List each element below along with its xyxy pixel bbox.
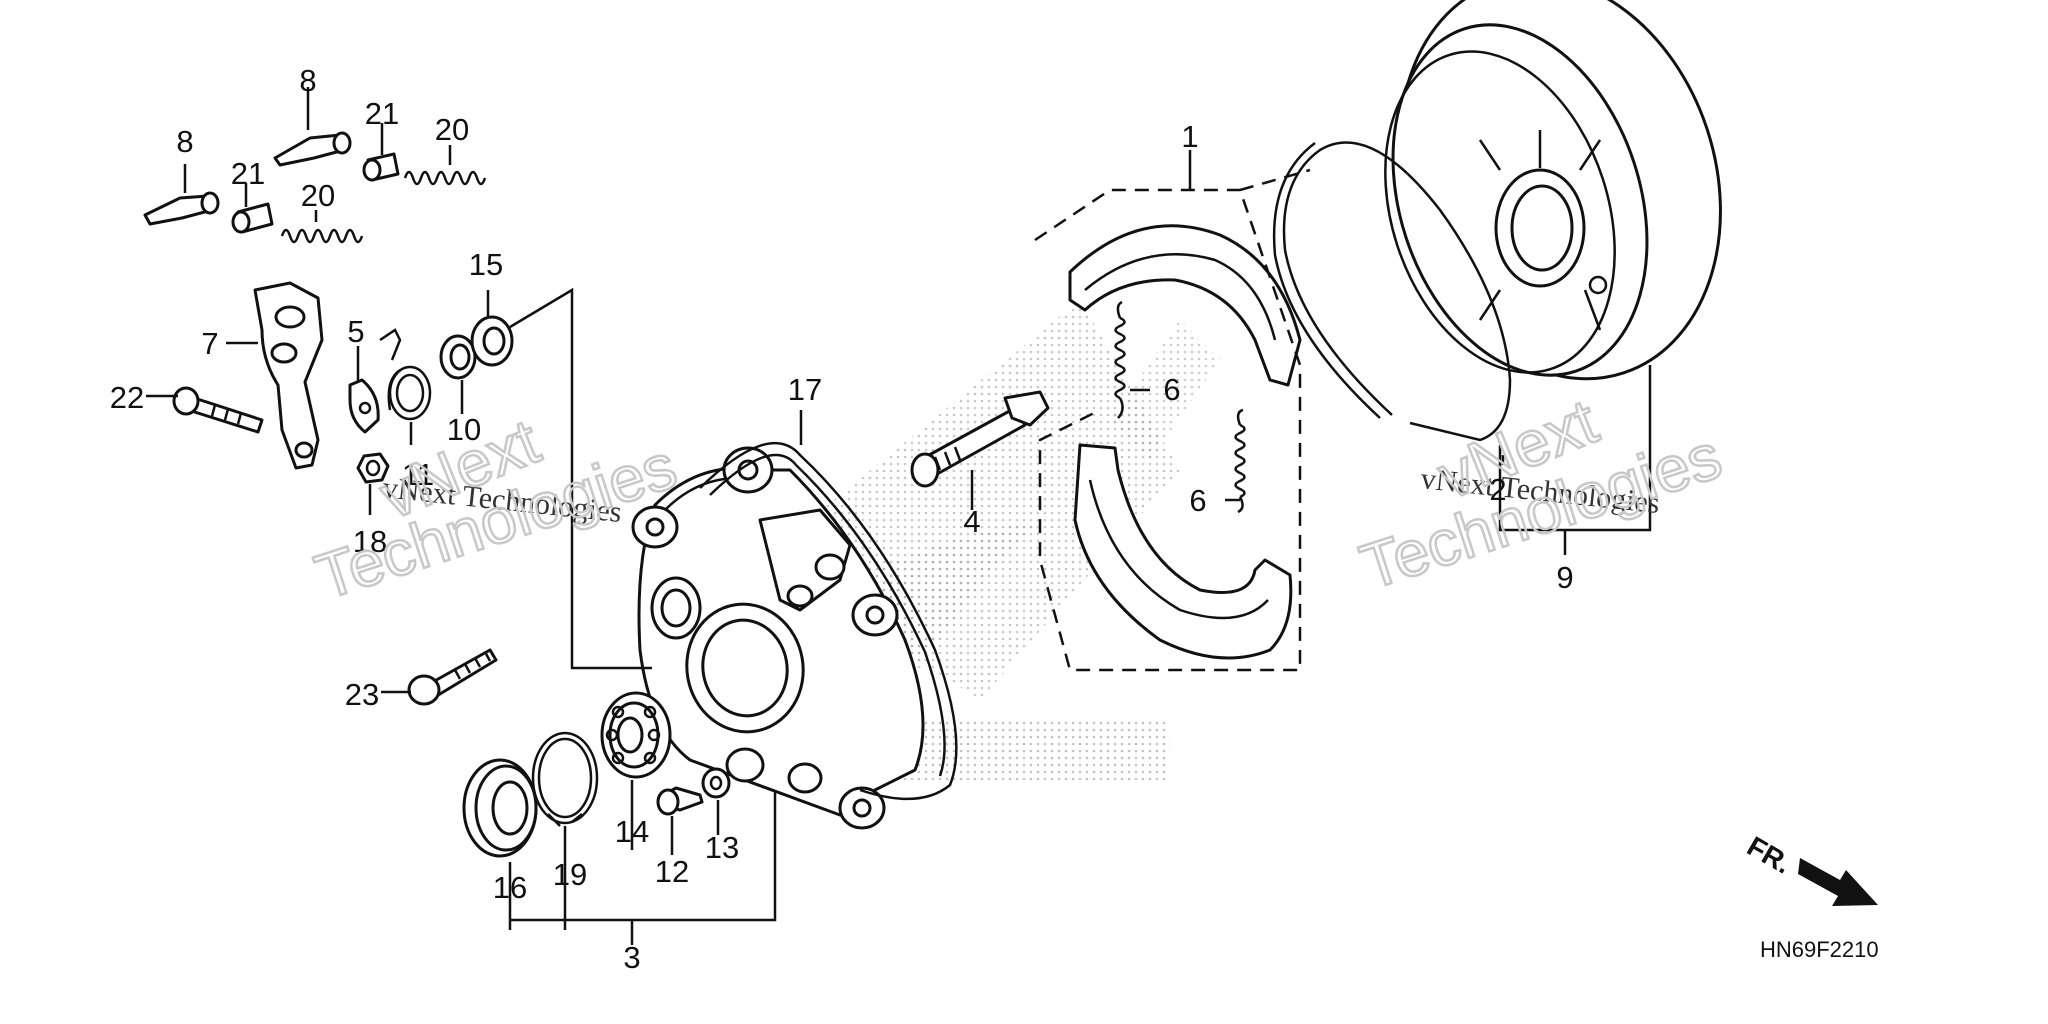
callout-6-upper: 6 [1163,372,1180,407]
callout-16: 16 [493,870,527,905]
spring-20-right [403,170,487,186]
washer-13 [701,767,731,799]
callout-4: 4 [963,504,980,539]
callout-13: 13 [705,830,739,865]
callout-20-right: 20 [435,112,469,147]
front-label: FR. [1742,830,1797,879]
callout-3: 3 [623,940,640,975]
callout-22: 22 [110,380,144,415]
callout-12: 12 [655,854,689,889]
callout-5: 5 [347,314,364,349]
callout-15: 15 [469,247,503,282]
front-direction-indicator: FR. [1742,830,1878,906]
return-spring [379,328,432,421]
callout-19: 19 [553,857,587,892]
callout-labels: 1 2 3 4 5 6 6 7 8 8 9 10 11 12 13 14 15 … [110,63,1574,975]
nut-18 [356,452,390,484]
oil-seal [462,758,538,858]
watermark-right: vNext Technologies vNext Technologies [1351,384,1731,605]
callout-20-left: 20 [301,178,335,213]
callout-8-left: 8 [176,124,193,159]
diagram-code: HN69F2210 [1760,937,1879,962]
callout-21-right: 21 [365,96,399,131]
collar-21-left [231,202,274,234]
brake-panel [631,446,925,830]
gasket [699,441,958,801]
o-ring [1272,141,1512,442]
lever-8-right [273,131,352,167]
spring-6-b [1234,408,1246,514]
brake-shoe-lower [1073,443,1293,660]
spring-20-left [280,228,364,244]
dust-seal-15 [470,315,514,367]
callout-2: 2 [1489,472,1506,507]
callout-11: 11 [402,457,434,492]
callout-7: 7 [201,326,218,361]
brake-drum [1384,0,1722,381]
front-arrow-icon [1798,858,1878,906]
callout-21-left: 21 [231,156,265,191]
callout-14: 14 [615,814,649,849]
callout-18: 18 [353,524,387,559]
callout-10: 10 [447,412,481,447]
bolt-22 [172,386,264,434]
callout-8-right: 8 [299,63,316,98]
spring-6-a [1114,300,1126,419]
bearing [600,691,672,779]
callout-9: 9 [1556,560,1573,595]
dust-seal-10 [439,334,477,380]
callout-17: 17 [788,372,822,407]
bolt-12 [656,786,704,816]
callout-1: 1 [1181,119,1198,154]
watermark-left: vNext Technologies vNext Technologies [306,404,686,615]
snap-ring [531,731,599,827]
indicator-plate [348,378,380,434]
callout-23: 23 [345,677,379,712]
brake-shoe-upper [1068,224,1302,387]
callout-6-lower: 6 [1189,483,1206,518]
bolt-23 [407,648,498,706]
collar-21-right [362,152,400,182]
lever-8-left [143,191,220,226]
leader-lines [146,87,1652,945]
brake-arm [253,281,324,470]
brake-cam [910,390,1050,488]
